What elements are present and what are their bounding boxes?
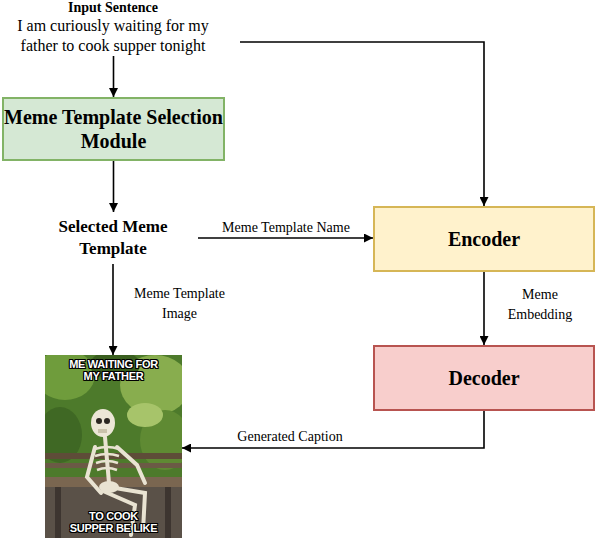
flow-arrow bbox=[483, 272, 485, 345]
flow-arrow bbox=[113, 161, 115, 212]
meme-image: ME WAITING FOR MY FATHER TO COOK SUPPER B… bbox=[45, 355, 182, 538]
template-label: Selected Meme Template bbox=[28, 212, 198, 264]
decoder-box: Decoder bbox=[373, 345, 595, 411]
flow-arrow bbox=[198, 237, 373, 239]
node-subtext: I am curiously waiting for my father to … bbox=[0, 16, 226, 56]
node-text: Input Sentence bbox=[0, 0, 226, 16]
node-subtext: TO COOK SUPPER BE LIKE bbox=[68, 510, 160, 534]
flow-arrow bbox=[113, 56, 115, 97]
edge-label: Meme Template Image bbox=[122, 284, 237, 324]
edge-label: Meme Template Name bbox=[200, 218, 372, 238]
node-text: ME WAITING FOR MY FATHER bbox=[68, 358, 160, 382]
node-text: Encoder bbox=[375, 227, 593, 251]
flow-arrow bbox=[112, 264, 114, 355]
node-text: Meme Template Selection Module bbox=[4, 105, 223, 153]
flow-arrow bbox=[240, 42, 484, 206]
input-sentence: Input SentenceI am curiously waiting for… bbox=[0, 0, 240, 56]
node-text: Decoder bbox=[375, 366, 593, 390]
node-text: Selected Meme Template bbox=[28, 216, 198, 260]
process-box: Meme Template Selection Module bbox=[2, 97, 225, 161]
edge-label: Meme Embedding bbox=[492, 285, 588, 325]
flow-arrow bbox=[182, 411, 484, 448]
encoder-box: Encoder bbox=[373, 206, 595, 272]
edge-label: Generated Caption bbox=[190, 427, 390, 447]
